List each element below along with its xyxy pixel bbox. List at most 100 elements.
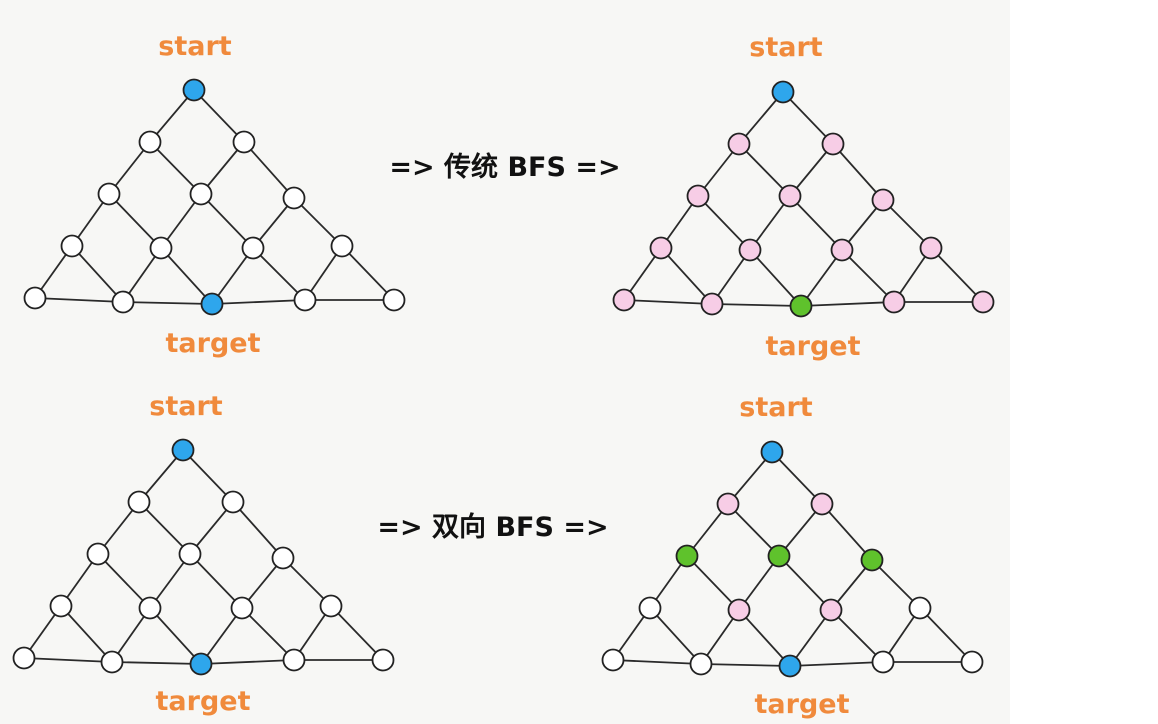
graph-node xyxy=(716,492,740,516)
graph-edge xyxy=(830,609,884,663)
graph-edge xyxy=(919,607,973,663)
graph-edge xyxy=(778,555,832,611)
graph-edge xyxy=(193,89,245,143)
graph-edge xyxy=(241,607,295,661)
graph-node xyxy=(738,238,762,262)
graph-node xyxy=(232,130,256,154)
graph-edge xyxy=(649,607,702,665)
graph-node xyxy=(330,234,354,258)
graph-edge xyxy=(738,143,791,197)
graph-node xyxy=(686,184,710,208)
target-label: target xyxy=(766,331,861,362)
start-label: start xyxy=(158,31,232,62)
graph-node xyxy=(767,544,791,568)
target-node xyxy=(200,292,224,316)
graph-edge xyxy=(108,193,162,249)
graph-node xyxy=(382,288,406,312)
graph-edge xyxy=(160,247,213,305)
start-label: start xyxy=(739,392,813,423)
graph-node xyxy=(675,544,699,568)
graph-node xyxy=(293,288,317,312)
graph-bidirectional-after xyxy=(601,440,984,678)
graph-node xyxy=(86,542,110,566)
graph-node xyxy=(282,186,306,210)
graph-node xyxy=(700,292,724,316)
graph-node xyxy=(819,598,843,622)
caption-classic-bfs: => 传统 BFS => xyxy=(389,151,620,183)
target-node xyxy=(189,652,213,676)
graph-node xyxy=(282,648,306,672)
graph-edge xyxy=(930,247,984,303)
target-label: target xyxy=(156,686,251,717)
start-node xyxy=(760,440,784,464)
graph-node xyxy=(12,646,36,670)
graph-edge xyxy=(60,605,113,663)
target-node xyxy=(789,294,813,318)
graph-edge xyxy=(821,503,873,561)
graph-edge xyxy=(252,247,306,301)
graph-node xyxy=(221,490,245,514)
graph-node xyxy=(601,648,625,672)
graph-edge xyxy=(727,503,780,557)
graph-node xyxy=(778,184,802,208)
graph-edge xyxy=(612,659,702,665)
graph-node xyxy=(127,490,151,514)
graph-node xyxy=(860,548,884,572)
graph-node xyxy=(319,594,343,618)
graph-edge xyxy=(686,555,740,611)
start-node xyxy=(171,438,195,462)
graph-edge xyxy=(832,143,884,201)
graph-node xyxy=(908,596,932,620)
graph-node xyxy=(960,650,984,674)
target-label: target xyxy=(166,328,261,359)
graph-edge xyxy=(660,247,713,305)
graph-node xyxy=(638,596,662,620)
graph-edge xyxy=(34,297,124,303)
graph-node xyxy=(810,492,834,516)
graph-edge xyxy=(122,301,213,305)
graph-node xyxy=(727,598,751,622)
graph-edge xyxy=(149,607,202,665)
graph-edge xyxy=(97,553,151,609)
graph-edge xyxy=(789,195,843,251)
graph-node xyxy=(371,648,395,672)
graph-edge xyxy=(711,303,802,307)
graph-edge xyxy=(243,141,295,199)
graph-node xyxy=(821,132,845,156)
graph-edge xyxy=(738,609,791,667)
graph-node xyxy=(149,236,173,260)
graph-node xyxy=(178,542,202,566)
graph-node xyxy=(871,650,895,674)
graph-edge xyxy=(189,553,243,609)
graph-node xyxy=(138,596,162,620)
graph-edge xyxy=(232,501,284,559)
graph-node xyxy=(23,286,47,310)
graph-edge xyxy=(341,245,395,301)
graph-node xyxy=(882,290,906,314)
graph-edge xyxy=(200,193,254,249)
graph-node xyxy=(871,188,895,212)
graph-node xyxy=(49,594,73,618)
start-label: start xyxy=(749,32,823,63)
graph-edge xyxy=(138,501,191,555)
graph-edge xyxy=(782,91,834,145)
graph-edge xyxy=(211,247,254,305)
graph-bidirectional-before xyxy=(12,438,395,676)
graph-node xyxy=(612,288,636,312)
graph-classic-after xyxy=(612,80,995,318)
graph-node xyxy=(971,290,995,314)
start-label: start xyxy=(149,391,223,422)
graph-node xyxy=(60,234,84,258)
graph-edge xyxy=(330,605,384,661)
target-node xyxy=(778,654,802,678)
graph-edge xyxy=(71,245,124,303)
start-node xyxy=(771,80,795,104)
graph-node xyxy=(111,290,135,314)
graph-classic-before xyxy=(23,78,406,316)
graph-edge xyxy=(111,661,202,665)
graph-edge xyxy=(841,249,895,303)
graph-edge xyxy=(211,299,306,305)
graph-node xyxy=(727,132,751,156)
graph-edge xyxy=(800,249,843,307)
graph-edge xyxy=(697,195,751,251)
